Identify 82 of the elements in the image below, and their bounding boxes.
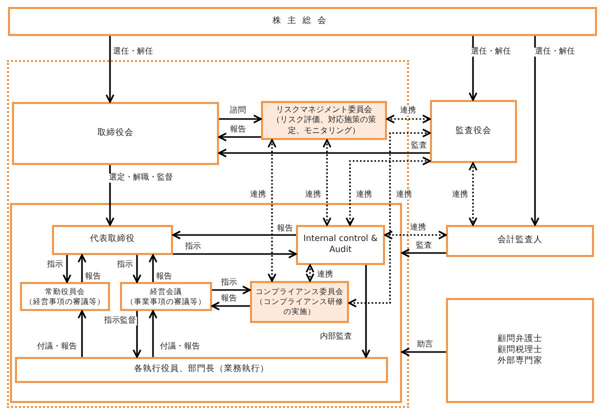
box-label: 各執行役員、部門長（業務執行） (134, 364, 269, 376)
edge-label: 諮問 (229, 106, 247, 116)
org-box (446, 225, 594, 257)
arrow (173, 250, 297, 258)
arrow (218, 148, 430, 158)
box-label: 代表取締役 (90, 234, 135, 246)
dotted-arrow (348, 128, 431, 308)
group-frame (10, 203, 402, 403)
dotted-arrow (468, 162, 478, 226)
edge-label: 指示 (220, 278, 238, 288)
edge-label: 指示監督 (103, 316, 137, 326)
org-box (430, 100, 517, 163)
org-box (120, 282, 212, 311)
box-label: 顧問弁護士 (498, 334, 542, 345)
edge-label: 指示 (46, 260, 64, 270)
edge-label: 指示 (184, 242, 202, 252)
edge-label: 連携 (409, 224, 427, 232)
edge-label: 報告 (155, 272, 173, 282)
edge-label: 監査 (410, 142, 428, 150)
box-label: Internal control & Audit (302, 234, 379, 256)
dotted-arrow (268, 139, 276, 282)
edge-label: 報告 (220, 294, 238, 304)
edge-label: 付議・報告 (36, 342, 78, 352)
dotted-arrow (386, 114, 431, 124)
arrow (148, 310, 158, 357)
edge-label: 連携 (249, 190, 267, 200)
org-box (15, 357, 388, 383)
dotted-arrow (346, 156, 431, 226)
arrow (78, 254, 86, 282)
edge-label: 選任・解任 (534, 48, 576, 56)
org-box (446, 298, 594, 403)
edge-label: 連携 (316, 270, 334, 280)
arrow (132, 255, 142, 283)
edge-label: 指示 (116, 260, 134, 270)
edge-label: 助言 (416, 340, 434, 350)
box-label: 監査役会 (456, 126, 492, 138)
dotted-arrow (306, 264, 314, 282)
edge-label: 連携 (451, 190, 469, 200)
box-label: 会計監査人 (498, 235, 542, 247)
edge-label: 報告 (276, 224, 294, 234)
org-box (20, 282, 110, 311)
arrow (401, 348, 446, 356)
arrow (132, 311, 142, 358)
arrow (218, 132, 261, 142)
box-label: 株主総会 (272, 16, 332, 28)
arrow (62, 255, 72, 283)
org-box (261, 101, 387, 140)
arrow (530, 36, 540, 226)
edge-label: 監査 (415, 242, 433, 250)
edge-label: 選定・解職・監督 (108, 174, 174, 182)
arrow (219, 114, 262, 124)
org-box (52, 225, 173, 255)
box-title: リスクマネジメント委員会 (276, 104, 372, 115)
edge-label: 内部監査 (319, 332, 353, 342)
edge-label: 付議・報告 (159, 342, 201, 352)
edge-label: 連携 (395, 190, 413, 200)
arrow (78, 310, 86, 357)
edge-label: 連携 (355, 190, 373, 200)
box-label: （リスク評価、対応施策の策定、モニタリング） (271, 115, 377, 136)
arrow (172, 230, 296, 240)
edge-label: 選任・解任 (112, 48, 154, 56)
org-box (12, 102, 219, 165)
box-label: 顧問税理士 (498, 344, 542, 356)
edge-label: 報告 (229, 126, 247, 134)
edge-label: 連携 (399, 106, 417, 116)
dotted-arrow (322, 139, 332, 226)
org-box (250, 281, 349, 323)
arrow (362, 265, 370, 358)
arrow (212, 286, 251, 294)
org-box (296, 225, 385, 265)
arrow (211, 302, 250, 310)
arrow (106, 165, 114, 226)
edge-label: 連携 (304, 190, 322, 200)
edge-label: 選任・解任 (470, 48, 512, 56)
arrow (148, 254, 158, 282)
box-label: 外部専門家 (498, 356, 542, 368)
dotted-arrow (384, 230, 447, 240)
arrow (401, 248, 446, 258)
edge-label: 報告 (84, 272, 102, 282)
meeting-box (8, 7, 597, 36)
box-label: 取締役会 (98, 128, 134, 140)
arrow (106, 36, 114, 103)
